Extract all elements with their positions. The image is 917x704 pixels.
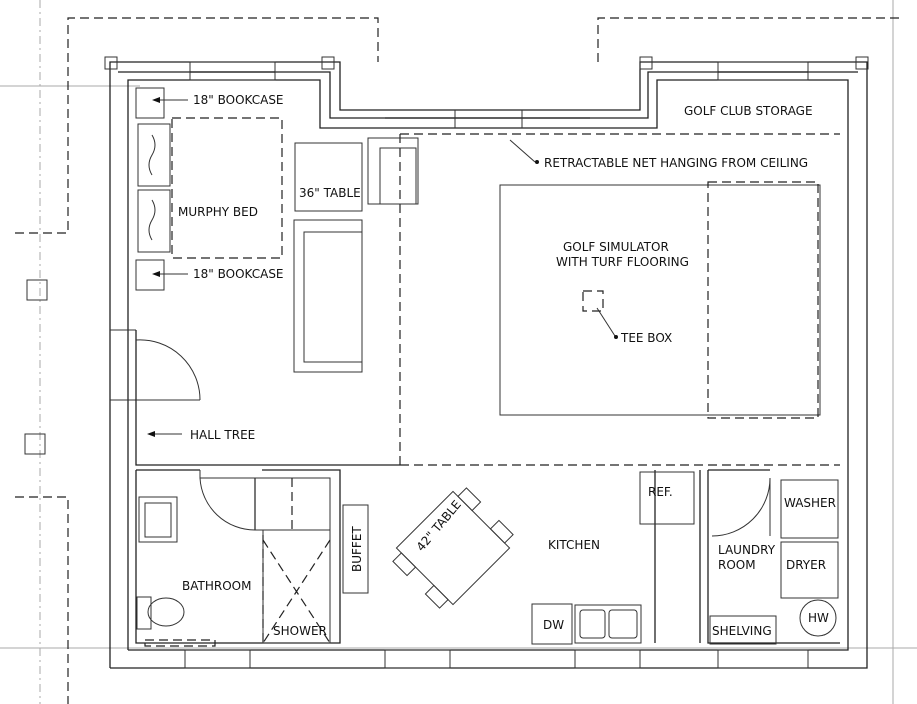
- label-kitchen: KITCHEN: [548, 538, 600, 552]
- label-buffet: BUFFET: [350, 526, 364, 572]
- interior-walls: [135, 133, 840, 644]
- leader-arrows: [147, 97, 188, 437]
- roof-outline: [15, 17, 900, 704]
- label-ref: REF.: [648, 485, 673, 499]
- label-bathroom: BATHROOM: [182, 579, 251, 593]
- label-golf-simulator: GOLF SIMULATOR: [563, 240, 669, 254]
- label-laundry: LAUNDRY: [718, 543, 776, 557]
- label-room: ROOM: [718, 558, 756, 572]
- label-washer: WASHER: [784, 496, 836, 510]
- label-tee-box: TEE BOX: [620, 331, 672, 345]
- label-36-table: 36" TABLE: [299, 186, 361, 200]
- room-labels: 18" BOOKCASE 18" BOOKCASE MURPHY BED 36"…: [178, 93, 836, 638]
- label-shower: SHOWER: [273, 624, 327, 638]
- label-dw: DW: [543, 618, 564, 632]
- label-bookcase-top: 18" BOOKCASE: [193, 93, 284, 107]
- label-bookcase-bottom: 18" BOOKCASE: [193, 267, 284, 281]
- label-golf-club-storage: GOLF CLUB STORAGE: [684, 104, 813, 118]
- label-hw: HW: [808, 611, 829, 625]
- label-shelving: SHELVING: [712, 624, 772, 638]
- label-turf-flooring: WITH TURF FLOORING: [556, 255, 689, 269]
- label-hall-tree: HALL TREE: [190, 428, 255, 442]
- exterior-walls: [104, 56, 869, 669]
- furniture: [135, 87, 839, 647]
- label-retractable-net: RETRACTABLE NET HANGING FROM CEILING: [544, 156, 808, 170]
- label-dryer: DRYER: [786, 558, 826, 572]
- label-murphy-bed: MURPHY BED: [178, 205, 258, 219]
